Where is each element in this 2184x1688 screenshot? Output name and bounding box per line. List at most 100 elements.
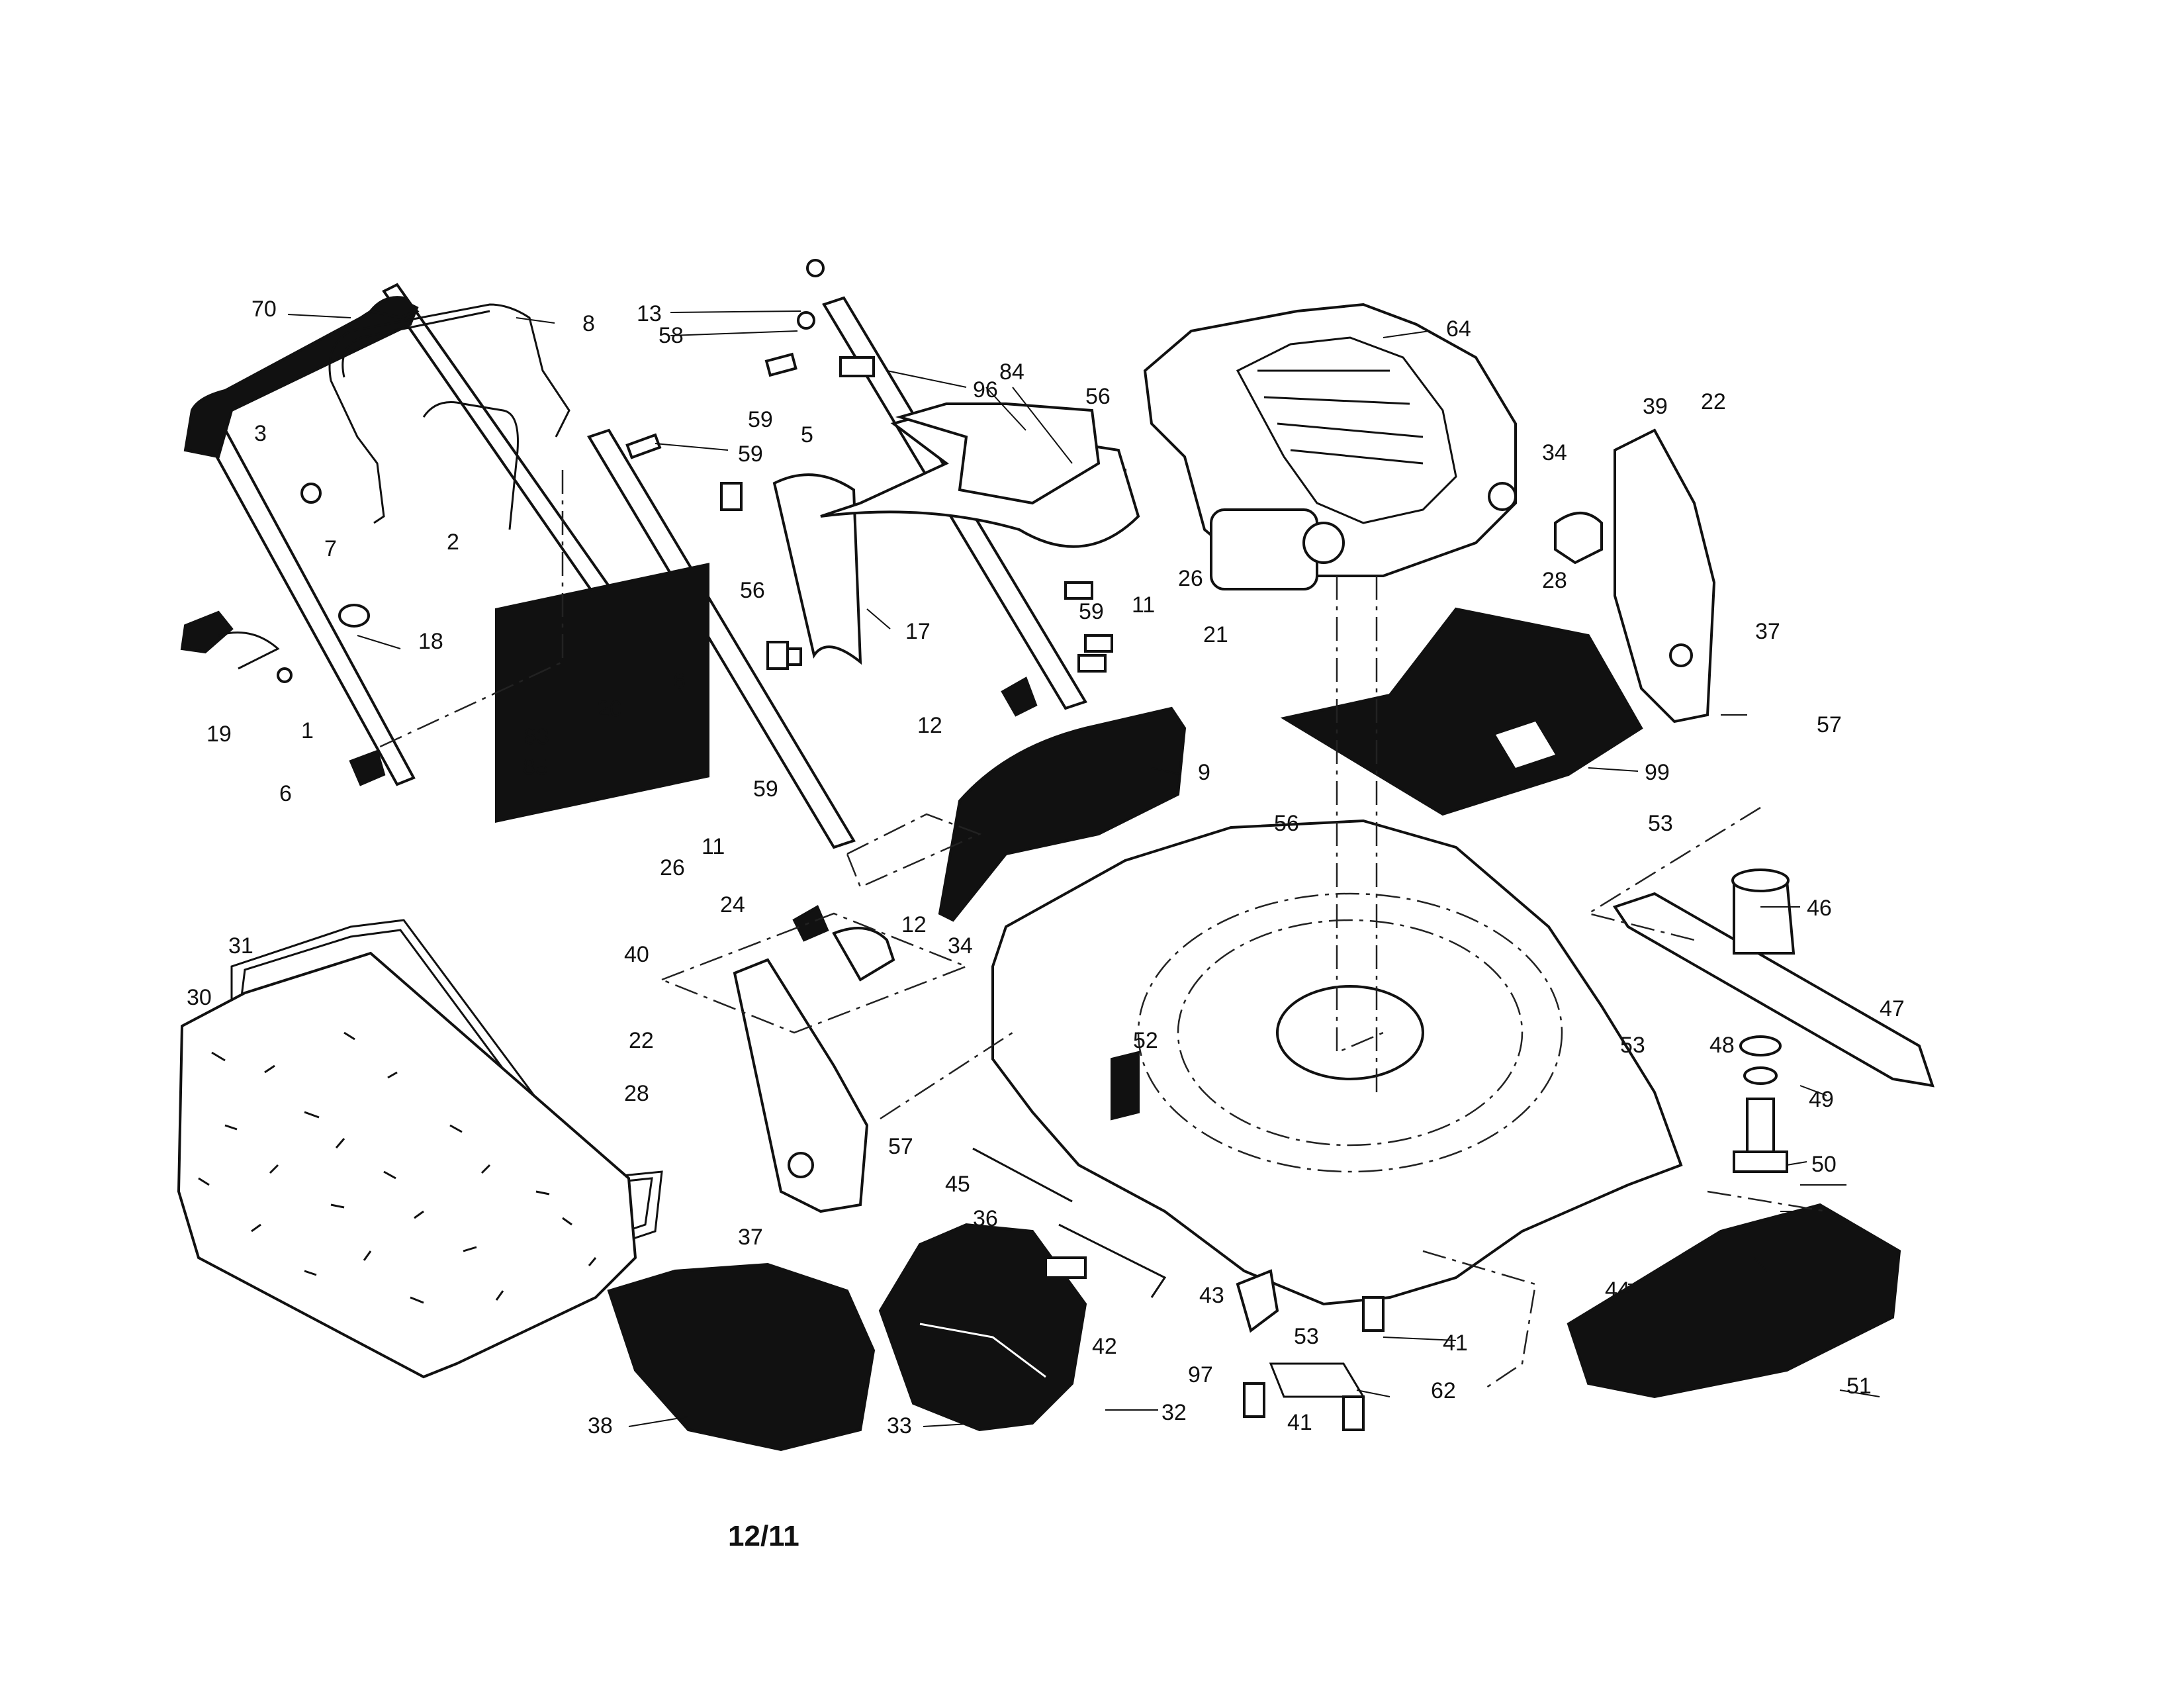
callout-37b: 37 (738, 1225, 763, 1250)
callout-11a: 11 (1132, 592, 1155, 618)
callout-28b: 28 (624, 1081, 649, 1106)
callout-57b: 57 (888, 1134, 913, 1159)
callout-85: 85 (523, 755, 548, 780)
page-number: 12/11 (728, 1520, 799, 1552)
right-wheel-bracket-part (1614, 428, 1716, 724)
callout-6b: 6 (279, 781, 292, 806)
engine-shield-part (1280, 607, 1643, 816)
grass-bag-part (177, 951, 637, 1379)
callout-70: 70 (251, 297, 277, 322)
callout-22b: 22 (629, 1028, 654, 1053)
callout-49: 49 (1809, 1087, 1834, 1112)
assembly-dash-lines (377, 470, 1827, 1391)
callout-56b: 56 (740, 578, 765, 603)
callout-56c: 56 (1274, 811, 1299, 836)
mower-deck-part (991, 819, 1683, 1306)
callout-83: 83 (524, 724, 549, 749)
side-mulch-plug-part (878, 1223, 1087, 1432)
callout-17: 17 (905, 619, 931, 644)
callout-31: 31 (228, 933, 253, 959)
callout-32: 32 (1161, 1400, 1187, 1425)
callout-51: 51 (1846, 1374, 1872, 1399)
callout-6a: 6 (673, 669, 686, 694)
callout-18: 18 (418, 629, 443, 654)
callout-41b: 41 (1287, 1410, 1312, 1435)
callout-96: 96 (973, 377, 998, 402)
callout-2: 2 (447, 530, 459, 555)
rear-flap-part (495, 563, 709, 823)
right-knob-part (1554, 512, 1603, 565)
callout-43: 43 (1199, 1283, 1224, 1308)
callout-59a: 59 (748, 407, 773, 432)
callout-57a: 57 (1817, 712, 1842, 737)
callout-labels: 70 8 13 58 64 84 96 3 7 2 59 5 59 56 34 … (187, 297, 1905, 1438)
callout-36: 36 (973, 1206, 998, 1231)
callout-39: 39 (1643, 394, 1668, 419)
callout-58: 58 (659, 323, 684, 348)
callout-53b: 53 (1620, 1033, 1645, 1058)
lower-handle-part (197, 283, 658, 786)
callout-30: 30 (187, 985, 212, 1010)
callout-56a: 56 (1085, 384, 1111, 409)
mulch-plug-part (607, 1262, 876, 1452)
callout-37a: 37 (1755, 619, 1780, 644)
callout-34a: 34 (1542, 440, 1567, 465)
blade-adapter-part (1731, 868, 1796, 1173)
callout-62: 62 (1431, 1378, 1456, 1403)
callout-46: 46 (1807, 896, 1832, 921)
engine-part (1143, 303, 1517, 590)
callout-5: 5 (801, 422, 813, 447)
callout-41a: 41 (1443, 1331, 1468, 1356)
callout-28a: 28 (1542, 568, 1567, 593)
callout-52: 52 (1133, 1028, 1158, 1053)
callout-33: 33 (887, 1413, 912, 1438)
callout-22a: 22 (1701, 389, 1726, 414)
callout-21: 21 (1203, 622, 1228, 647)
callout-99: 99 (1645, 760, 1670, 785)
control-cable-part (422, 401, 519, 530)
handle-cover-part (895, 402, 1101, 505)
callout-50: 50 (1811, 1152, 1837, 1177)
callout-38: 38 (588, 1413, 613, 1438)
callout-20: 20 (597, 696, 622, 722)
callout-9: 9 (1198, 760, 1210, 785)
callout-26a: 26 (1178, 566, 1203, 591)
callout-44: 44 (1605, 1278, 1630, 1303)
side-discharge-chute-part (1567, 1203, 1901, 1399)
callout-84: 84 (999, 359, 1024, 385)
bracket-part (1236, 1269, 1385, 1431)
wheel-bracket-part (733, 958, 869, 1213)
height-adjust-knob-part (832, 927, 895, 982)
callout-7: 7 (324, 536, 337, 561)
callout-42: 42 (1092, 1334, 1117, 1359)
callout-11b: 11 (702, 834, 725, 859)
upper-handle-grip-part (183, 296, 420, 459)
callout-48: 48 (1709, 1033, 1735, 1058)
callout-59d: 59 (753, 776, 778, 802)
callout-34b: 34 (948, 933, 973, 959)
callout-3: 3 (254, 421, 267, 446)
hinge-rod-part (972, 1147, 1167, 1298)
callout-26b: 26 (660, 855, 685, 880)
callout-97: 97 (1188, 1362, 1213, 1387)
callout-12a: 12 (917, 713, 942, 738)
callout-13: 13 (637, 301, 662, 326)
callout-1: 1 (301, 718, 314, 743)
callout-59b: 59 (738, 442, 763, 467)
callout-24: 24 (720, 892, 745, 917)
callout-53c: 53 (1294, 1324, 1319, 1349)
control-bail-part (328, 303, 570, 524)
blade-part (1612, 892, 1934, 1088)
callout-8: 8 (582, 311, 595, 336)
callout-45: 45 (945, 1172, 970, 1197)
callout-40: 40 (624, 942, 649, 967)
callout-64: 64 (1446, 316, 1471, 342)
callout-47: 47 (1880, 996, 1905, 1021)
leader-lines (287, 310, 1880, 1427)
callout-59c: 59 (1079, 599, 1104, 624)
callout-19: 19 (206, 722, 232, 747)
callout-53a: 53 (1648, 811, 1673, 836)
rear-baffle-part (938, 706, 1187, 922)
callout-12b: 12 (901, 912, 927, 937)
